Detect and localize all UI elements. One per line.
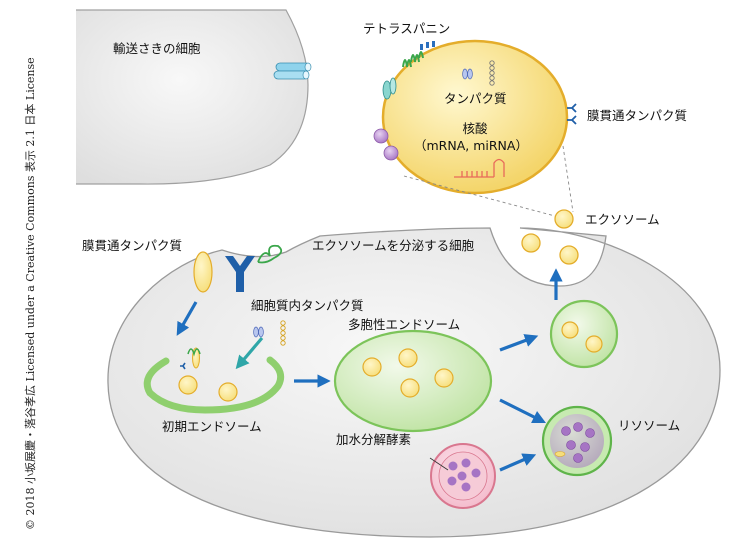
- membrane-protein-oval: [193, 251, 213, 293]
- mvb-label: 多胞性エンドソーム: [348, 317, 461, 332]
- arrow-icon: [235, 336, 264, 370]
- tetraspanin-icon: [257, 244, 283, 264]
- multivesicular-endosome: [333, 329, 493, 433]
- membrane-protein-cell-label: 膜貫通タンパク質: [82, 238, 183, 253]
- secreting-cell-label: エクソソームを分泌する細胞: [312, 238, 475, 253]
- recipient-cell-label: 輸送さきの細胞: [113, 41, 201, 56]
- antibody-receptor-icon: [225, 256, 255, 292]
- channel-icon: [273, 62, 312, 80]
- nucleic-acid-types-label: （mRNA, miRNA）: [414, 138, 528, 153]
- exosome-label: エクソソーム: [585, 212, 660, 227]
- hydrolase-label: 加水分解酵素: [336, 432, 412, 447]
- cytoplasmic-protein-label: 細胞質内タンパク質: [251, 298, 364, 313]
- copyright-credit: © 2018 小坂展慶・落谷孝広 Licensed under a Creati…: [24, 57, 37, 530]
- arrow-icon: [176, 268, 563, 472]
- antibody-receptor-icon: [567, 103, 577, 125]
- protein-icon: [462, 60, 495, 86]
- exosomes-released: [521, 209, 579, 265]
- membrane-protein-exosome-label: 膜貫通タンパク質: [587, 108, 688, 123]
- tetraspanin-label: テトラスパニン: [363, 21, 451, 36]
- exosome-zoom: [373, 39, 577, 195]
- protein-icon: [253, 320, 286, 346]
- tetraspanin-icon: [402, 51, 424, 68]
- lysosome-label: リソソーム: [618, 418, 681, 433]
- rna-hairpin-icon: [454, 158, 505, 178]
- nucleic-acid-label: 核酸: [462, 121, 488, 136]
- protein-label: タンパク質: [444, 91, 507, 106]
- multivesicular-endosome-upper: [549, 299, 619, 369]
- early-endosome-label: 初期エンドソーム: [162, 419, 262, 434]
- hydrolase-vesicle: [430, 443, 496, 509]
- recipient-cell: [74, 9, 309, 185]
- lysosome: [541, 405, 613, 477]
- early-endosome: [143, 347, 285, 414]
